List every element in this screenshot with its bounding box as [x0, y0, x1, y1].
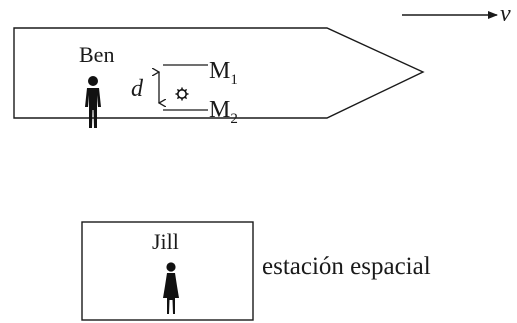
separation-label: d [131, 76, 144, 102]
space-station-box [81, 221, 254, 321]
light-source-icon [175, 87, 189, 101]
ben-label: Ben [79, 42, 114, 67]
velocity-label: v [500, 1, 511, 27]
spaceship-outline [13, 27, 425, 119]
ben-figure-icon [85, 76, 101, 128]
station-label: estación espacial [262, 253, 431, 280]
mirror-top-label: M1 [209, 58, 238, 88]
mirror-bottom-label: M2 [209, 97, 238, 127]
jill-figure-icon [163, 262, 179, 314]
jill-label: Jill [152, 229, 179, 254]
